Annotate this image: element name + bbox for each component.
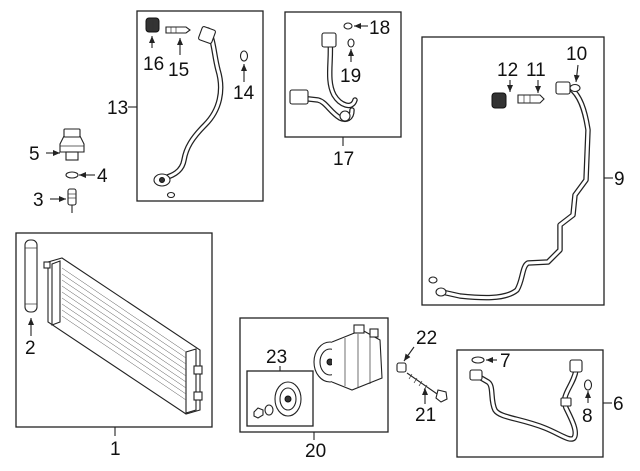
suction-hose-13[interactable] xyxy=(153,26,224,187)
line-assembly-6[interactable] xyxy=(469,359,583,442)
box-9-frame xyxy=(421,36,605,306)
callout-1: 1 xyxy=(110,439,121,460)
o-ring-13-lower[interactable] xyxy=(166,191,176,199)
callout-4: 4 xyxy=(97,166,108,187)
callout-18: 18 xyxy=(369,18,390,39)
cap-12[interactable] xyxy=(491,92,507,109)
callout-17: 17 xyxy=(333,149,354,170)
callout-20: 20 xyxy=(305,441,326,462)
callout-16: 16 xyxy=(143,54,164,75)
callout-12: 12 xyxy=(497,60,518,81)
callout-3: 3 xyxy=(33,190,44,211)
callout-13: 13 xyxy=(107,98,128,119)
group-20-compressor-box: 23 20 xyxy=(239,317,389,462)
discharge-hose-17[interactable] xyxy=(289,32,358,123)
callout-21: 21 xyxy=(415,405,436,426)
o-ring-8[interactable] xyxy=(583,379,593,391)
washer-22[interactable] xyxy=(396,362,407,373)
callout-11: 11 xyxy=(526,60,546,81)
bolt-washer-21-22: 22 21 xyxy=(396,328,448,426)
valve-3[interactable] xyxy=(67,188,77,213)
callout-9: 9 xyxy=(614,169,625,190)
callout-7: 7 xyxy=(500,351,511,372)
callout-15: 15 xyxy=(168,60,189,81)
o-ring-9-lower[interactable] xyxy=(428,276,438,284)
o-ring-19[interactable] xyxy=(347,38,355,48)
box-13-frame xyxy=(136,10,264,202)
leader-10 xyxy=(573,64,580,83)
bolt-21[interactable] xyxy=(406,372,448,403)
callout-2: 2 xyxy=(25,338,36,359)
clutch-23[interactable] xyxy=(253,381,302,419)
group-9-line-box: 12 11 10 9 xyxy=(421,36,625,306)
callout-5: 5 xyxy=(29,144,40,165)
liquid-line-9[interactable] xyxy=(435,81,591,301)
callout-8: 8 xyxy=(582,406,593,427)
valve-core-11[interactable] xyxy=(517,94,545,104)
o-ring-14[interactable] xyxy=(239,50,249,62)
group-13-hose-box: 16 15 14 13 xyxy=(107,10,264,202)
receiver-drier-2[interactable] xyxy=(24,239,38,313)
callout-10: 10 xyxy=(566,44,587,65)
cap-16[interactable] xyxy=(145,17,160,33)
group-6-line-box: 7 8 6 xyxy=(456,349,624,458)
condenser-1[interactable] xyxy=(43,257,203,415)
group-1-condenser-box: 2 1 xyxy=(15,232,213,460)
valve-core-15[interactable] xyxy=(165,26,191,34)
loose-parts-3-4-5: 5 4 3 xyxy=(29,128,108,213)
callout-6: 6 xyxy=(613,394,624,415)
o-ring-10[interactable] xyxy=(569,83,581,93)
o-ring-7[interactable] xyxy=(471,356,485,364)
pressure-switch-5[interactable] xyxy=(59,128,85,161)
leader-22 xyxy=(403,346,415,362)
callout-14: 14 xyxy=(233,83,255,104)
box-1-frame xyxy=(15,232,213,428)
compressor-20[interactable] xyxy=(313,324,383,391)
callout-23: 23 xyxy=(266,347,287,368)
callout-22: 22 xyxy=(416,328,437,349)
o-ring-18[interactable] xyxy=(343,22,353,30)
callout-19: 19 xyxy=(340,66,361,87)
group-17-hose-box: 18 19 17 xyxy=(284,11,402,170)
o-ring-4[interactable] xyxy=(65,171,79,179)
